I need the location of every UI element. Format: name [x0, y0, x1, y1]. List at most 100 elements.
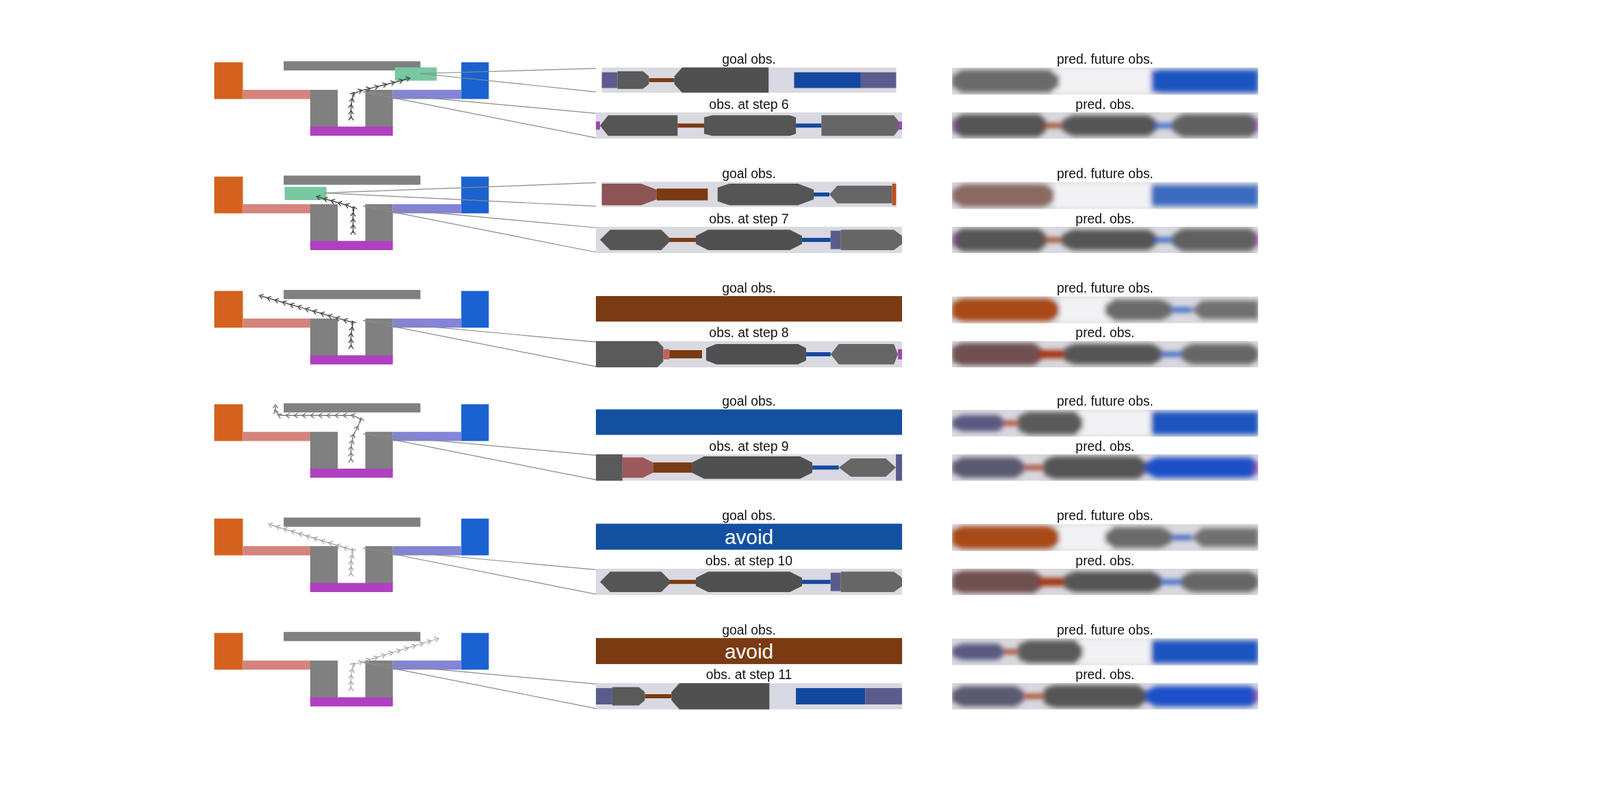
panel-caption: pred. obs.: [1075, 553, 1135, 567]
observation-bar: [595, 454, 903, 481]
maze-map: [214, 517, 490, 592]
predicted-future-observation: [952, 296, 1259, 324]
caption-text: obs. at step 8: [708, 325, 789, 341]
panel-caption: goal obs.: [721, 52, 777, 66]
caption-text: goal obs.: [721, 165, 777, 181]
trajectory: [260, 295, 353, 347]
caption-text: obs. at step 6: [708, 96, 789, 112]
caption-text: goal obs.: [721, 280, 777, 296]
row-illustration: [214, 517, 1259, 595]
caption-text: obs. at step 10: [705, 552, 793, 568]
panel-caption: goal obs.: [721, 280, 777, 294]
caption-text: pred. future obs.: [1056, 393, 1154, 409]
bar-text: avoid: [724, 526, 774, 547]
bar-text: avoid: [724, 640, 774, 661]
maze-map: [214, 289, 490, 365]
leader-lines: [363, 68, 596, 138]
panel-caption: pred. future obs.: [1056, 508, 1154, 522]
predicted-future-observation: [952, 523, 1259, 551]
panel-caption: pred. future obs.: [1056, 394, 1154, 408]
predicted-observation: [952, 112, 1259, 140]
caption-text: pred. future obs.: [1056, 51, 1154, 67]
panel-caption: goal obs.: [721, 394, 777, 408]
predicted-future-observation: [952, 182, 1259, 209]
panel-caption: goal obs.: [721, 508, 777, 522]
trajectory: [275, 406, 361, 461]
row-illustration: [214, 175, 1259, 253]
leader-lines: [363, 433, 596, 480]
leader-lines: [363, 547, 596, 594]
trajectory: [318, 197, 355, 233]
caption-text: obs. at step 7: [708, 210, 789, 227]
panel-caption: pred. future obs.: [1056, 280, 1154, 294]
panel-caption: pred. future obs.: [1056, 623, 1154, 637]
panel-caption: obs. at step 10: [705, 553, 793, 567]
row-illustration: [214, 402, 1259, 481]
panel-caption: goal obs.: [721, 623, 777, 637]
panel-caption: obs. at step 11: [706, 667, 793, 681]
goal-region: [284, 186, 327, 200]
row-illustration: [214, 631, 1259, 709]
row-illustration: [214, 60, 1259, 139]
trajectory: [350, 78, 408, 119]
observation-bar: [595, 568, 903, 596]
caption-text: goal obs.: [721, 507, 777, 523]
trajectory: [270, 524, 354, 575]
observation-bar: [595, 226, 903, 254]
caption-text: pred. future obs.: [1056, 507, 1154, 523]
caption-text: pred. obs.: [1075, 96, 1135, 112]
caption-text: pred. obs.: [1075, 552, 1135, 568]
panel-caption: pred. obs.: [1075, 326, 1135, 340]
caption-text: obs. at step 9: [708, 438, 789, 454]
maze-map: [214, 402, 490, 478]
panel-caption: pred. future obs.: [1056, 52, 1154, 66]
maze-map: [214, 175, 490, 250]
caption-text: pred. obs.: [1075, 438, 1135, 454]
panel-caption: obs. at step 8: [708, 326, 789, 340]
caption-text: pred. future obs.: [1056, 621, 1154, 637]
predicted-observation: [952, 341, 1259, 368]
maze-map: [214, 631, 490, 707]
leader-lines: [363, 320, 596, 367]
goal-observation: [602, 67, 897, 93]
predicted-observation: [952, 454, 1259, 481]
predicted-observation: [952, 568, 1259, 596]
predicted-future-observation: [952, 67, 1259, 95]
panel-caption: obs. at step 7: [708, 211, 789, 225]
caption-text: pred. future obs.: [1056, 165, 1154, 181]
observation-bar: [595, 112, 903, 140]
goal-region: [395, 67, 437, 81]
predicted-observation: [952, 682, 1259, 710]
panel-caption: pred. obs.: [1075, 439, 1135, 453]
caption-text: pred. obs.: [1075, 667, 1135, 683]
panel-caption: pred. obs.: [1075, 667, 1135, 681]
caption-text: goal obs.: [721, 621, 777, 637]
predicted-future-observation: [952, 638, 1259, 666]
observation-bar: [595, 682, 903, 710]
observation-bar: [595, 341, 903, 368]
goal-observation: [595, 408, 903, 435]
panel-caption: obs. at step 9: [708, 439, 789, 453]
trajectory: [350, 639, 437, 690]
goal-observation: [595, 295, 903, 322]
panel-caption: pred. obs.: [1075, 97, 1135, 111]
caption-text: obs. at step 11: [706, 667, 793, 683]
goal-observation: [602, 181, 897, 207]
panel-caption: goal obs.: [721, 167, 777, 181]
caption-text: pred. obs.: [1075, 325, 1135, 341]
panel-caption: pred. obs.: [1075, 211, 1135, 225]
caption-text: pred. obs.: [1075, 210, 1135, 227]
caption-text: goal obs.: [721, 393, 777, 409]
panel-caption: obs. at step 6: [708, 97, 789, 111]
leader-lines: [324, 182, 596, 253]
goal-bar: avoid: [595, 637, 903, 664]
predicted-future-observation: [952, 409, 1259, 437]
goal-bar: avoid: [595, 523, 903, 549]
caption-text: goal obs.: [721, 51, 777, 67]
caption-text: pred. future obs.: [1056, 280, 1154, 296]
predicted-observation: [952, 226, 1259, 254]
row-illustration: [214, 289, 1259, 368]
leader-lines: [363, 662, 596, 709]
